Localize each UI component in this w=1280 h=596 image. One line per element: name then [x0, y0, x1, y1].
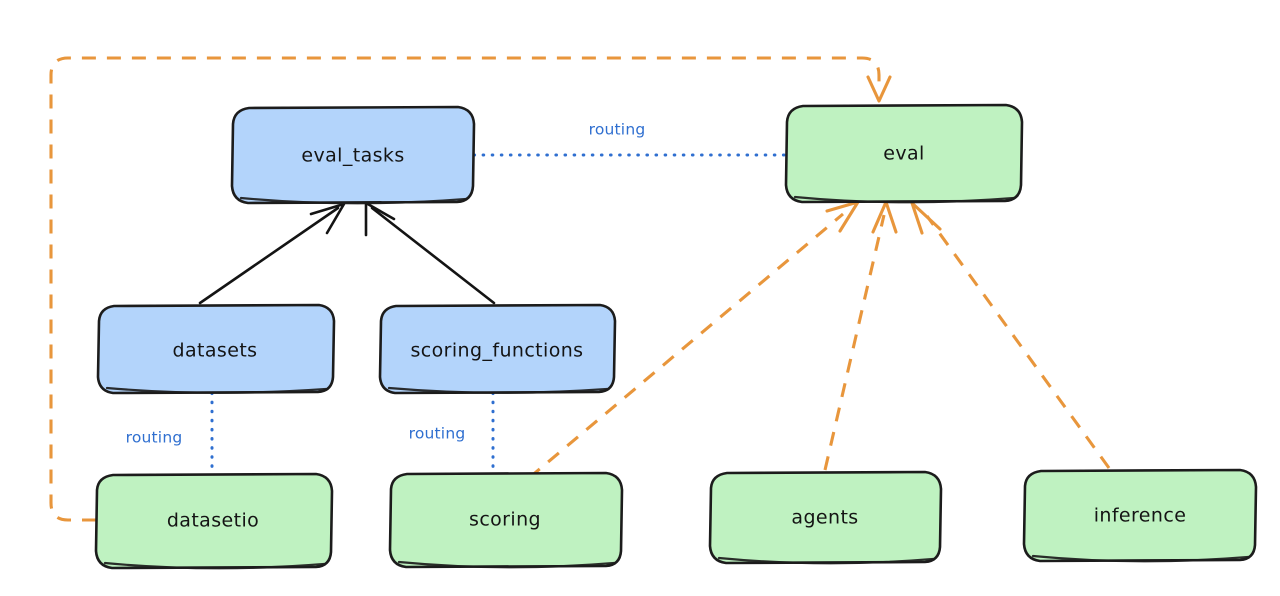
node-scoring_functions-underline	[387, 386, 609, 394]
node-inference-label: inference	[1094, 505, 1187, 527]
node-layer: eval_tasks eval datasets scoring_functio…	[94, 103, 1258, 570]
edge-label-routing-eval_tasks-eval: routing	[589, 121, 646, 139]
node-datasets-shape	[96, 303, 336, 395]
node-eval_tasks-shape	[230, 105, 476, 205]
node-datasets-underline	[105, 386, 328, 394]
edge-datasetio-to-eval	[49, 56, 892, 522]
node-scoring_functions-label: scoring_functions	[411, 340, 584, 362]
edge-label-routing-scoring_functions-scoring: routing	[409, 425, 466, 443]
node-scoring_functions[interactable]: scoring_functions	[378, 303, 617, 395]
node-eval-underline	[793, 195, 1016, 204]
node-datasetio[interactable]: datasetio	[94, 472, 334, 570]
arrowhead-scoring-eval	[825, 200, 860, 233]
node-agents-shape	[708, 470, 943, 565]
node-inference-shape	[1022, 468, 1258, 563]
arrowhead-datasetio-eval	[866, 75, 892, 103]
edge-path-scoringfn-eval_tasks	[370, 206, 496, 305]
node-inference-underline	[1031, 554, 1250, 563]
edge-datasets-to-eval_tasks	[198, 202, 346, 305]
edge-scoring_functions-to-eval_tasks	[364, 201, 496, 305]
edge-label-layer: routing routing routing	[126, 121, 646, 447]
node-eval_tasks-label: eval_tasks	[301, 145, 404, 167]
edge-path-inference-eval	[925, 215, 1111, 469]
node-datasets-label: datasets	[173, 340, 258, 362]
node-eval-label: eval	[883, 143, 924, 165]
edge-label-routing-datasets-datasetio: routing	[126, 429, 183, 447]
node-eval_tasks[interactable]: eval_tasks	[230, 105, 476, 205]
node-eval_tasks-underline	[239, 196, 468, 205]
node-scoring_functions-shape	[378, 303, 617, 395]
arrowhead-inference-eval	[910, 201, 942, 235]
node-eval-shape	[784, 103, 1024, 204]
node-scoring-underline	[397, 560, 616, 569]
node-scoring[interactable]: scoring	[388, 471, 624, 569]
node-datasetio-shape	[94, 472, 334, 570]
node-agents-underline	[717, 556, 935, 565]
node-datasetio-underline	[103, 561, 326, 570]
node-datasets[interactable]: datasets	[96, 303, 336, 395]
node-inference[interactable]: inference	[1022, 468, 1258, 563]
edge-inference-to-eval	[910, 201, 1111, 469]
arrowhead-scoringfn-eval_tasks	[364, 201, 396, 237]
node-scoring-shape	[388, 471, 624, 569]
node-agents-label: agents	[791, 507, 858, 529]
node-eval[interactable]: eval	[784, 103, 1024, 204]
edge-path-scoring-eval	[528, 212, 844, 480]
node-datasetio-label: datasetio	[167, 510, 259, 532]
edge-path-datasets-eval_tasks	[198, 206, 340, 305]
edge-path-agents-eval	[823, 214, 886, 471]
node-agents[interactable]: agents	[708, 470, 943, 565]
node-scoring-label: scoring	[469, 509, 541, 531]
edge-agents-to-eval	[823, 200, 898, 471]
